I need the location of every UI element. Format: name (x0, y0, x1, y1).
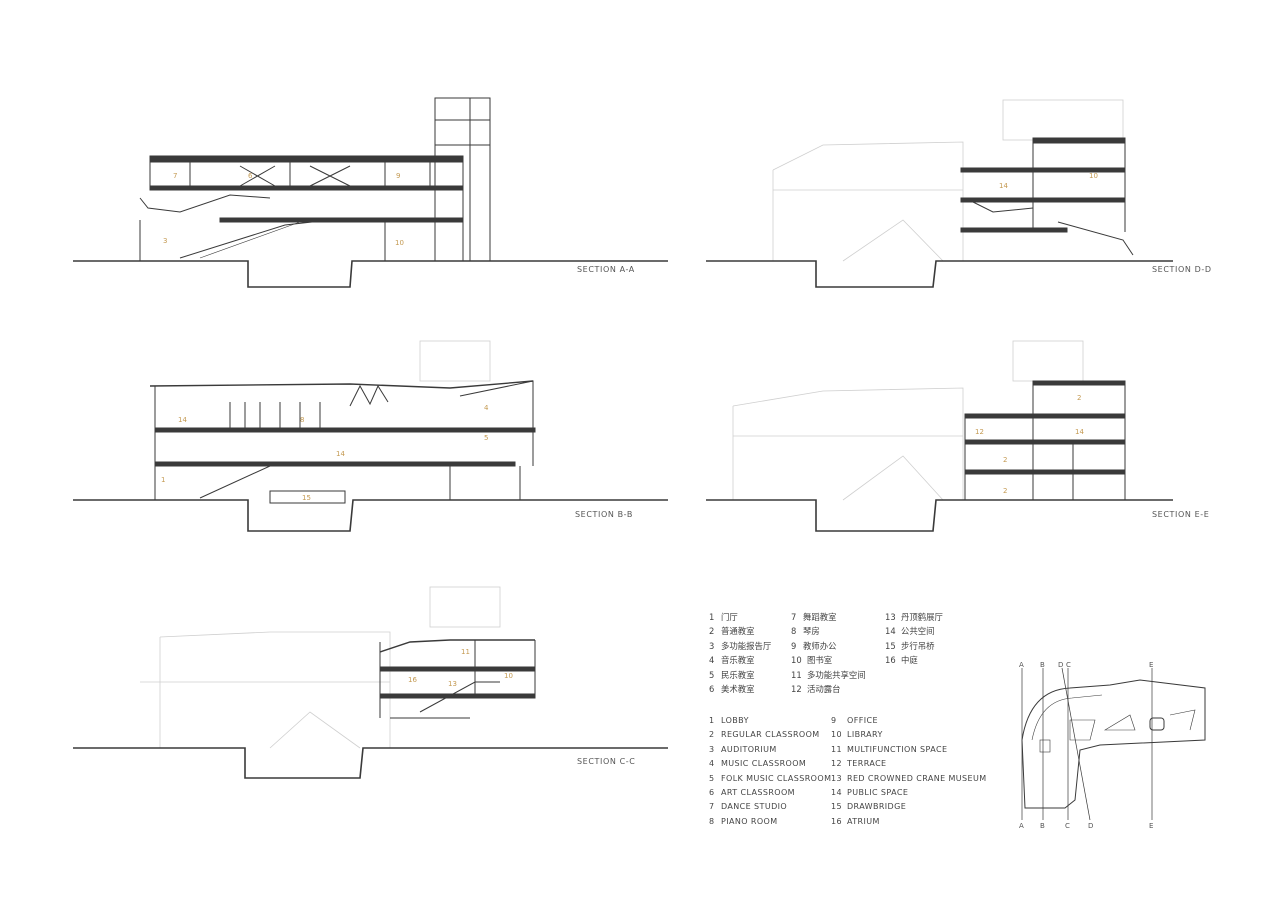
section-label: SECTION E-E (1152, 510, 1210, 519)
key-plan: A A B B C C D D E E (1010, 660, 1220, 834)
room-number: 13 (448, 680, 457, 688)
room-number: 2 (1077, 394, 1081, 402)
key-plan-drawing: A A B B C C D D E E (1019, 661, 1206, 830)
room-number: 2 (1003, 487, 1007, 495)
room-number: 14 (1075, 428, 1084, 436)
axis-label: C (1066, 661, 1071, 669)
section-d-d: 14 10 SECTION D-D (703, 90, 1211, 290)
room-number: 14 (999, 182, 1008, 190)
axis-label: C (1065, 822, 1070, 830)
axis-label: B (1040, 661, 1045, 669)
section-label: SECTION B-B (575, 510, 633, 519)
room-number: 2 (1003, 456, 1007, 464)
section-a-a: 7 6 9 3 10 SECTION A-A (70, 90, 670, 290)
axis-label: A (1019, 822, 1024, 830)
room-number: 10 (395, 239, 404, 247)
axis-label: E (1149, 661, 1153, 669)
room-number: 14 (178, 416, 187, 424)
room-number: 15 (302, 494, 311, 502)
room-number: 5 (484, 434, 488, 442)
room-number: 1 (161, 476, 165, 484)
room-number: 9 (396, 172, 400, 180)
section-d-d-drawing: 14 10 (706, 99, 1173, 288)
axis-label: E (1149, 822, 1153, 830)
room-number: 7 (173, 172, 177, 180)
section-label: SECTION C-C (577, 757, 636, 766)
room-number: 14 (336, 450, 345, 458)
axis-label: D (1088, 822, 1093, 830)
room-number: 10 (504, 672, 513, 680)
room-number: 16 (408, 676, 417, 684)
room-number: 6 (248, 172, 253, 180)
section-c-c: 11 16 13 10 SECTION C-C (70, 582, 670, 782)
section-b-b-drawing: 14 8 4 5 14 1 15 (73, 340, 668, 532)
section-c-c-drawing: 11 16 13 10 (73, 586, 668, 779)
axis-label: B (1040, 822, 1045, 830)
section-label: SECTION A-A (577, 265, 635, 274)
room-number: 3 (163, 237, 167, 245)
section-e-e: 2 12 14 2 2 SECTION E-E (703, 336, 1209, 536)
axis-label: D (1058, 661, 1063, 669)
section-b-b: 14 8 4 5 14 1 15 SECTION B-B (70, 336, 670, 536)
room-number: 10 (1089, 172, 1098, 180)
axis-label: A (1019, 661, 1024, 669)
room-number: 12 (975, 428, 984, 436)
room-number: 11 (461, 648, 470, 656)
room-number: 8 (300, 416, 304, 424)
section-label: SECTION D-D (1152, 265, 1212, 274)
section-e-e-drawing: 2 12 14 2 2 (706, 340, 1173, 532)
room-number: 4 (484, 404, 489, 412)
section-a-a-drawing: 7 6 9 3 10 (73, 97, 668, 288)
